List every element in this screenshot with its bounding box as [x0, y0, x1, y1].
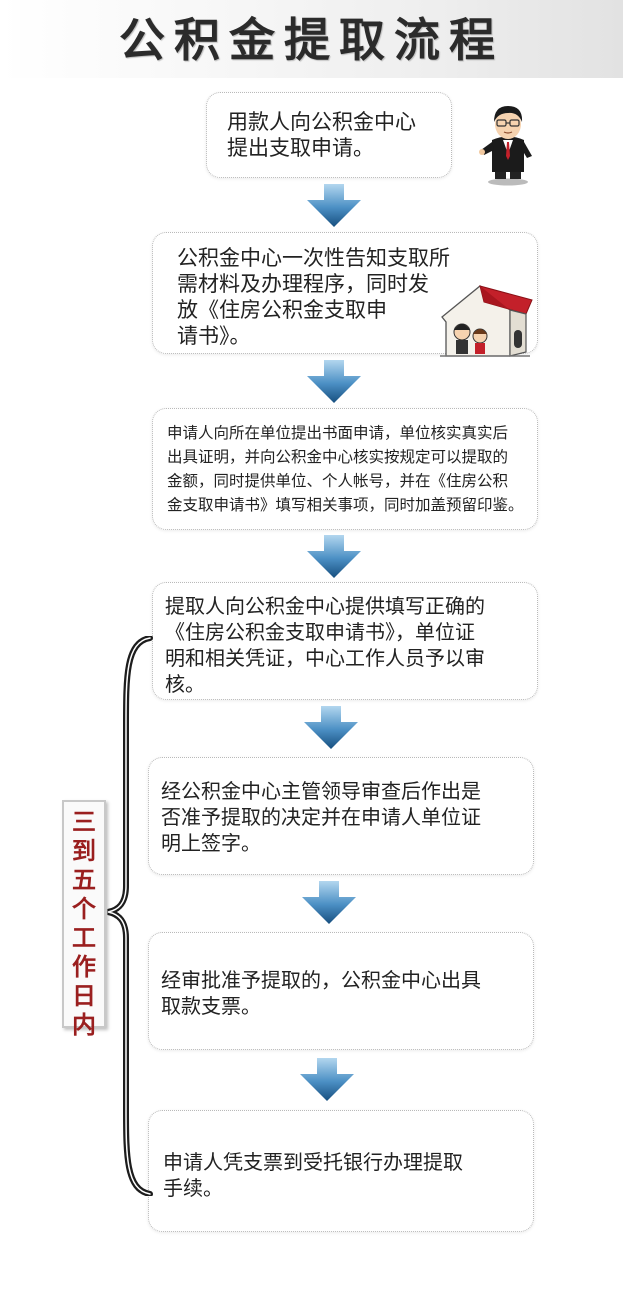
step-7-text: 申请人凭支票到受托银行办理提取 手续。	[163, 1150, 463, 1200]
businessman-icon	[479, 106, 532, 186]
step-6-box: 经审批准予提取的，公积金中心出具 取款支票。	[148, 932, 534, 1050]
timeframe-label: 三 到 五 个 工 作 日 内	[62, 800, 106, 1039]
step-5-box: 经公积金中心主管领导审查后作出是 否准予提取的决定并在申请人单位证 明上签字。	[148, 757, 534, 875]
step-7-box: 申请人凭支票到受托银行办理提取 手续。	[148, 1110, 534, 1232]
down-arrow-icon	[302, 881, 356, 924]
step-4-box: 提取人向公积金中心提供填写正确的 《住房公积金支取申请书》，单位证 明和相关凭证…	[152, 582, 538, 700]
timeframe-label-text: 三 到 五 个 工 作 日 内	[72, 808, 96, 1039]
step-4-text: 提取人向公积金中心提供填写正确的 《住房公积金支取申请书》，单位证 明和相关凭证…	[165, 594, 485, 696]
down-arrow-icon	[307, 535, 361, 578]
step-1-text: 用款人向公积金中心 提出支取申请。	[227, 110, 416, 160]
step-1-box: 用款人向公积金中心 提出支取申请。	[206, 92, 452, 178]
step-5-text: 经公积金中心主管领导审查后作出是 否准予提取的决定并在申请人单位证 明上签字。	[161, 779, 481, 855]
house-icon	[440, 285, 533, 357]
down-arrow-icon	[300, 1058, 354, 1101]
page-title: 公积金提取流程	[119, 13, 504, 67]
down-arrow-icon	[307, 184, 361, 227]
step-3-box: 申请人向所在单位提出书面申请，单位核实真实后 出具证明，并向公积金中心核实按规定…	[152, 408, 538, 530]
down-arrow-icon	[304, 706, 358, 749]
step-3-text: 申请人向所在单位提出书面申请，单位核实真实后 出具证明，并向公积金中心核实按规定…	[167, 424, 524, 514]
step-6-text: 经审批准予提取的，公积金中心出具 取款支票。	[161, 968, 481, 1018]
down-arrow-icon	[307, 360, 361, 403]
curly-brace-icon	[107, 636, 153, 1196]
title-bar	[0, 0, 623, 78]
step-2-text: 公积金中心一次性告知支取所 需材料及办理程序，同时发 放《住房公积金支取申 请书…	[177, 246, 450, 348]
